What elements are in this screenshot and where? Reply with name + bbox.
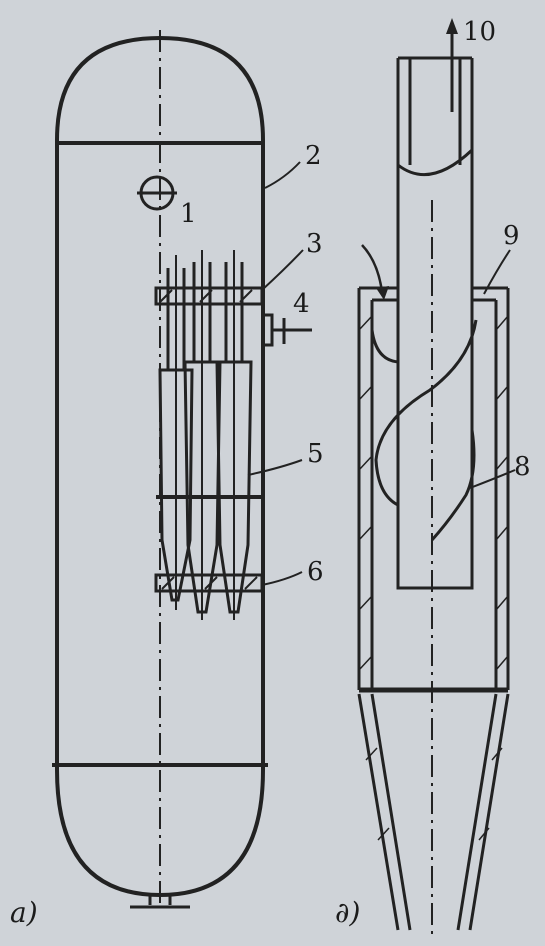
label-4: 4	[293, 289, 310, 319]
outlet-arrow-head	[446, 18, 458, 34]
hatch	[159, 289, 173, 303]
caption-a: a)	[10, 896, 38, 929]
swirl-vane-top-left	[370, 329, 399, 364]
leader-9	[483, 249, 511, 295]
cyclone-element	[215, 250, 253, 620]
vessel-shell	[55, 35, 265, 898]
cyclone-element	[158, 255, 194, 610]
leader-2	[264, 161, 301, 189]
label-5: 5	[307, 439, 324, 469]
label-10: 10	[463, 17, 496, 47]
swirl-vane-front	[430, 429, 476, 542]
leader-3	[261, 249, 304, 291]
side-outlet	[262, 313, 312, 347]
label-2: 2	[305, 141, 322, 171]
leader-6	[261, 571, 303, 586]
caption-b: ∂)	[335, 896, 360, 929]
label-1: 1	[180, 199, 197, 229]
leader-5	[247, 459, 303, 476]
wall-hatching	[358, 315, 509, 671]
label-3: 3	[306, 229, 323, 259]
panel-b-cyclone-detail: 10 9 8 ∂)	[335, 17, 531, 940]
panel-a-vessel: 1 2 3 4 5 6 a)	[10, 30, 324, 929]
pipe-section-cut	[397, 148, 474, 177]
drain-nozzle	[130, 893, 190, 909]
label-9: 9	[503, 221, 520, 251]
inlet-flow-arrow	[361, 244, 384, 293]
hatch	[244, 576, 258, 590]
label-6: 6	[307, 557, 324, 587]
cone-hopper	[357, 693, 510, 931]
cone-hatching	[365, 747, 503, 841]
leader-8	[469, 469, 516, 489]
swirl-vane	[374, 319, 478, 507]
label-8: 8	[514, 452, 531, 482]
cyclone-element	[183, 250, 222, 620]
inlet-arrow-head	[376, 286, 389, 300]
